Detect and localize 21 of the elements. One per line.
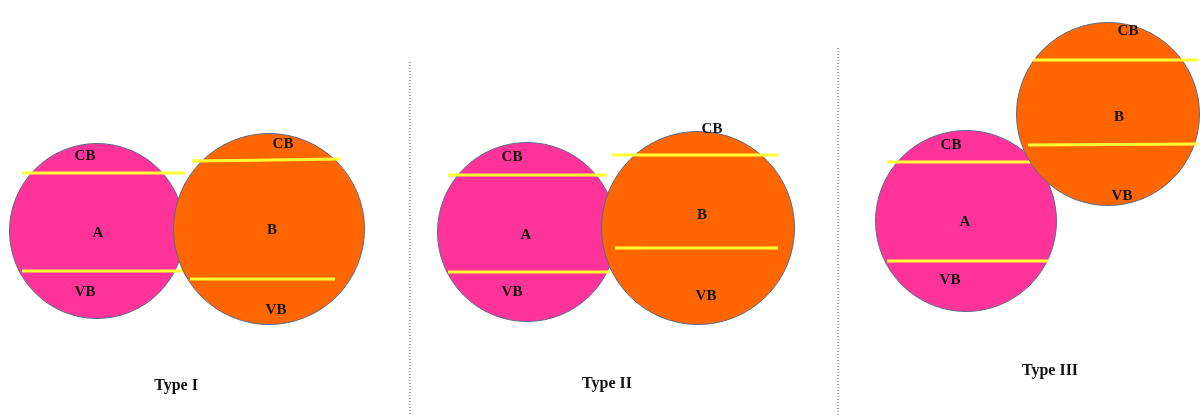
material-label: B (267, 221, 277, 237)
material-label: B (697, 206, 707, 222)
band-label: VB (695, 287, 717, 303)
band-label: CB (1117, 22, 1139, 38)
panel-caption: Type II (582, 374, 632, 392)
band-label: CB (74, 147, 96, 163)
band-label: VB (265, 301, 287, 317)
material-label: B (1114, 108, 1124, 124)
band-label: CB (701, 120, 723, 136)
panel-caption: Type III (1021, 361, 1079, 379)
band-label: CB (940, 136, 962, 152)
material-label: A (959, 213, 971, 229)
band-label: VB (74, 283, 96, 299)
material-label: A (92, 224, 104, 240)
band-label: CB (501, 148, 523, 164)
band-label: VB (1111, 187, 1133, 203)
material-label: A (520, 226, 532, 242)
band-label: CB (272, 135, 294, 151)
panel-caption: Type I (154, 376, 198, 394)
band-label: VB (501, 283, 523, 299)
band-label: VB (939, 271, 961, 287)
